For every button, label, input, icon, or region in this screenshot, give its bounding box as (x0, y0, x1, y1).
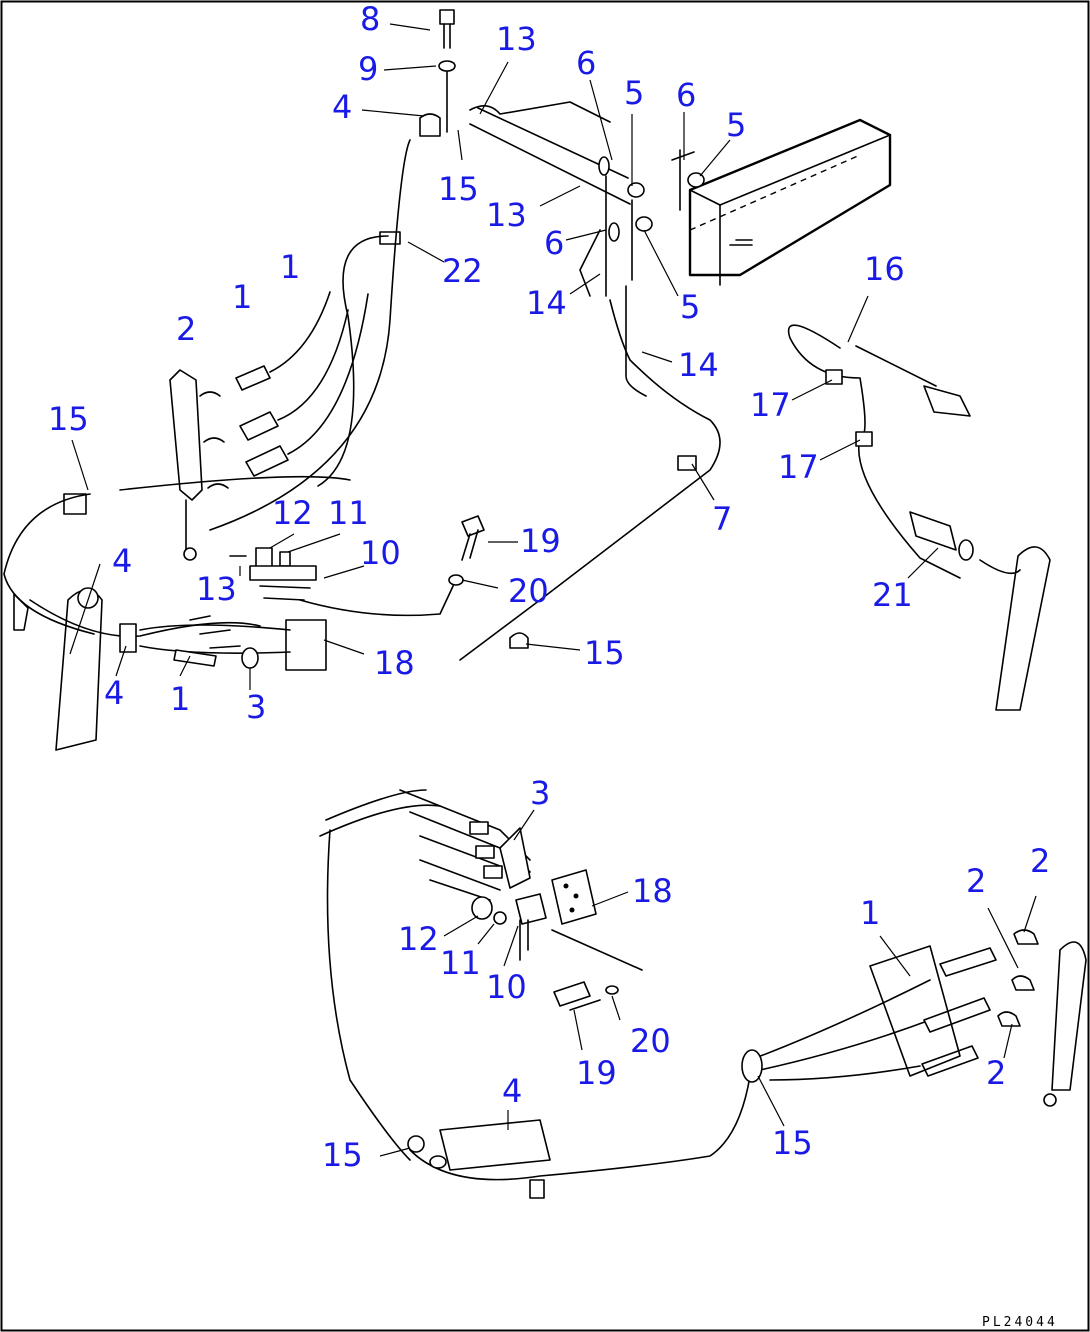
callout-1: 1 (280, 248, 300, 286)
callout-7: 7 (712, 500, 732, 538)
leader-lines (69, 23, 1037, 1157)
callout-2: 2 (176, 310, 196, 348)
callout-14: 14 (678, 346, 719, 384)
callout-2: 2 (966, 862, 986, 900)
callout-6: 6 (676, 76, 696, 114)
callout-4: 4 (104, 674, 124, 712)
callout-16: 16 (864, 250, 905, 288)
callout-13: 13 (486, 196, 527, 234)
callout-20: 20 (630, 1022, 671, 1060)
callout-10: 10 (486, 968, 527, 1006)
callout-18: 18 (374, 644, 415, 682)
callout-2: 2 (1030, 842, 1050, 880)
callout-3: 3 (530, 774, 550, 812)
callout-17: 17 (778, 448, 819, 486)
callout-2: 2 (986, 1054, 1006, 1092)
callout-4: 4 (332, 88, 352, 126)
callout-12: 12 (398, 920, 439, 958)
drawing-code: PL24044 (982, 1315, 1058, 1330)
callout-19: 19 (520, 522, 561, 560)
callout-6: 6 (544, 224, 564, 262)
callout-15: 15 (322, 1136, 363, 1174)
callout-11: 11 (440, 944, 481, 982)
callout-8: 8 (360, 0, 380, 38)
callout-6: 6 (576, 44, 596, 82)
callout-1: 1 (860, 894, 880, 932)
callout-13: 13 (196, 570, 237, 608)
callout-5: 5 (624, 74, 644, 112)
callout-9: 9 (358, 50, 378, 88)
callout-12: 12 (272, 494, 313, 532)
callout-11: 11 (328, 494, 369, 532)
callout-15: 15 (584, 634, 625, 672)
callout-17: 17 (750, 386, 791, 424)
callout-5: 5 (726, 106, 746, 144)
callout-labels: 8 9 13 4 15 13 6 5 6 5 6 14 5 14 22 1 1 … (48, 0, 1050, 1174)
callout-14: 14 (526, 284, 567, 322)
callout-4: 4 (112, 542, 132, 580)
callout-19: 19 (576, 1054, 617, 1092)
callout-1: 1 (232, 278, 252, 316)
callout-15: 15 (48, 400, 89, 438)
callout-3: 3 (246, 688, 266, 726)
callout-13: 13 (496, 20, 537, 58)
callout-4: 4 (502, 1072, 522, 1110)
callout-1: 1 (170, 680, 190, 718)
linework (3, 9, 1087, 1199)
callout-21: 21 (872, 576, 913, 614)
callout-10: 10 (360, 534, 401, 572)
callout-15: 15 (438, 170, 479, 208)
callout-22: 22 (442, 252, 483, 290)
callout-5: 5 (680, 288, 700, 326)
callout-20: 20 (508, 572, 549, 610)
callout-18: 18 (632, 872, 673, 910)
callout-15: 15 (772, 1124, 813, 1162)
